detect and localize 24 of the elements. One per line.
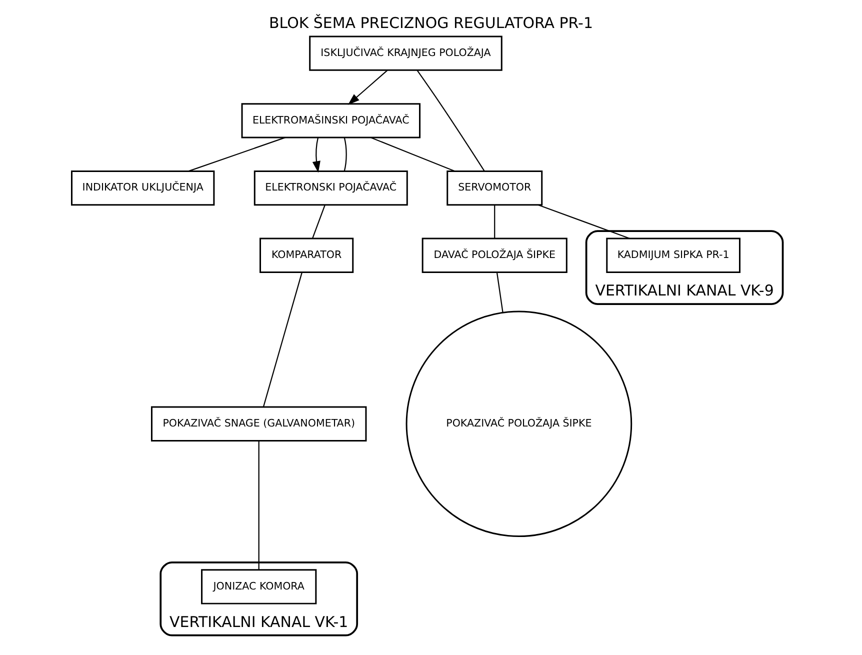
connector: [496, 272, 504, 313]
connector: [538, 204, 630, 240]
connector: [370, 137, 455, 172]
node-box: ELEKTRONSKI POJAČAVAČ: [254, 170, 408, 206]
arrow: [348, 70, 388, 105]
connector: [416, 70, 485, 172]
diagram-title: BLOK ŠEMA PRECIZNOG REGULATORA PR-1: [269, 14, 593, 32]
node-box: SERVOMOTOR: [446, 170, 543, 206]
node-box: ELEKTROMAŠINSKI POJAČAVAČ: [241, 103, 421, 138]
node-box: KOMPARATOR: [260, 238, 354, 273]
connector: [344, 138, 347, 172]
node-box: JONIZAC KOMORA: [201, 569, 317, 604]
connector: [494, 205, 496, 238]
node-circle: POKAZIVAČ POLOŽAJA ŠIPKE: [406, 310, 632, 538]
node-box: ISKLJUČIVAČ KRAJNJEG POLOŽAJA: [309, 36, 502, 71]
arrow: [312, 138, 320, 173]
node-box: POKAZIVAČ SNAGE (GALVANOMETAR): [150, 406, 367, 442]
connector: [312, 204, 326, 239]
connector: [188, 137, 286, 172]
node-box: DAVAČ POLOŽAJA ŠIPKE: [422, 238, 568, 273]
node-box: KADMIJUM SIPKA PR-1: [606, 238, 740, 273]
node-box: INDIKATOR UKLJUČENJA: [71, 170, 215, 206]
connector: [262, 272, 303, 408]
connector: [258, 440, 260, 570]
